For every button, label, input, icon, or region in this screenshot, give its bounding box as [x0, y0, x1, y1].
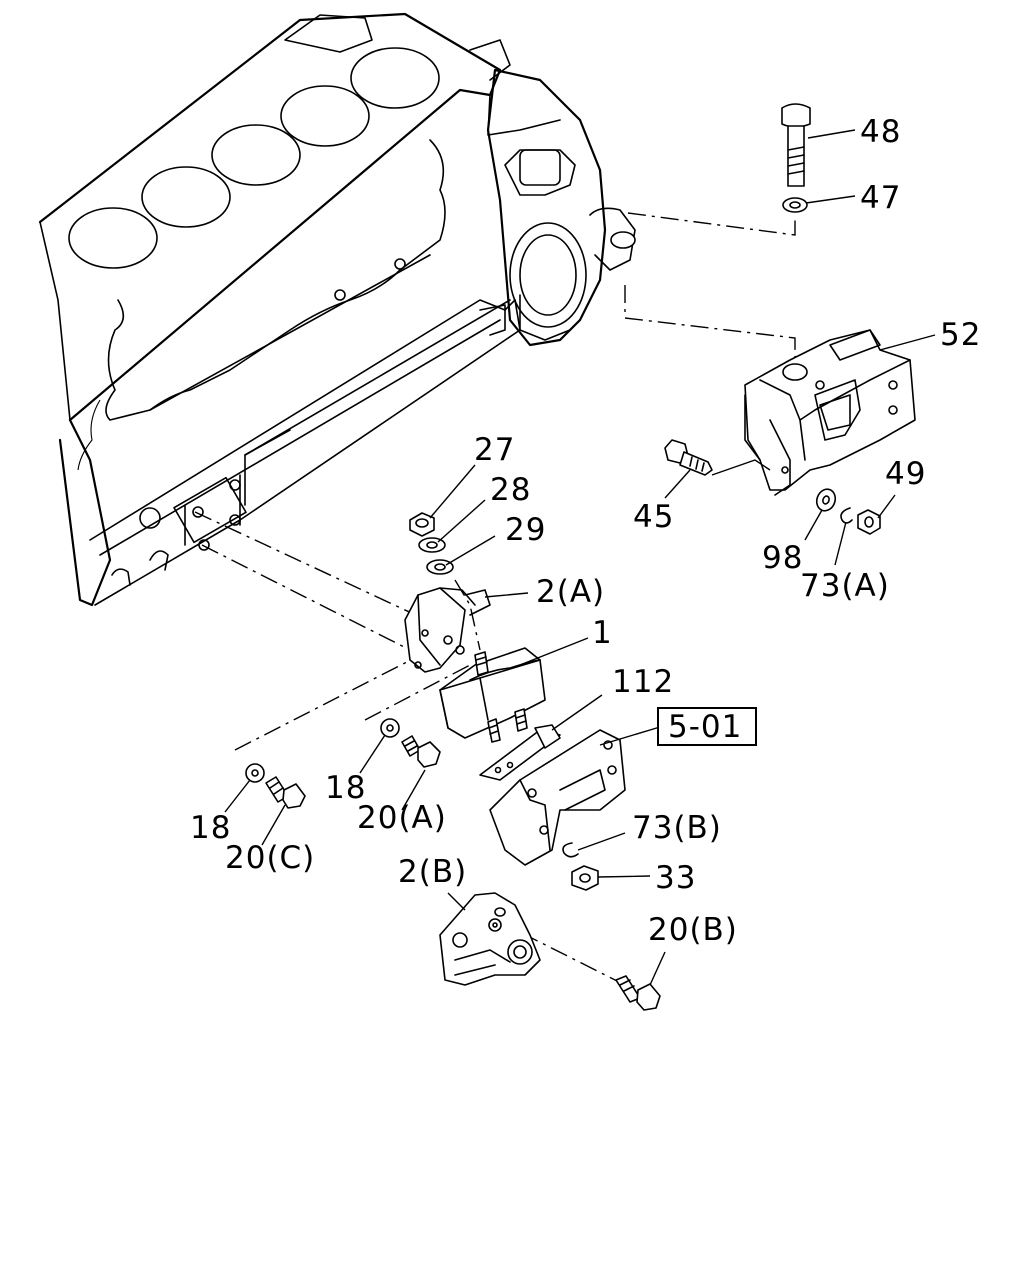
mount-bracket-52 [744, 329, 916, 496]
callout-73a: 73(A) [800, 568, 890, 604]
washer-29 [426, 559, 454, 575]
spring-washer-73b [562, 842, 579, 858]
callout-112: 112 [612, 664, 674, 700]
cylinder-bore-3 [211, 124, 301, 186]
callout-18-upper: 18 [325, 770, 366, 806]
nut-33 [571, 865, 599, 891]
nut-27 [409, 512, 435, 537]
callout-33: 33 [655, 860, 696, 896]
spring-washer-47 [782, 197, 808, 213]
leader-lines [224, 129, 936, 986]
callout-28: 28 [490, 472, 531, 508]
callout-20c: 20(C) [225, 840, 315, 876]
callout-27: 27 [474, 432, 515, 468]
callout-47: 47 [860, 180, 901, 216]
stopper-plate-112 [479, 724, 561, 781]
bracket-2a [404, 587, 491, 673]
cylinder-bore-1 [68, 207, 158, 269]
cylinder-bore-2 [141, 166, 231, 228]
callout-49: 49 [885, 456, 926, 492]
callout-73b: 73(B) [632, 810, 722, 846]
bolt-20b [615, 975, 661, 1011]
frame-bracket [489, 729, 626, 866]
washer-18-lower [245, 763, 265, 783]
callout-2b: 2(B) [398, 854, 467, 890]
callout-48: 48 [860, 114, 901, 150]
rubber-mount-1 [439, 647, 546, 743]
engine-block [38, 12, 636, 607]
callout-45: 45 [633, 499, 674, 535]
callout-18-lower: 18 [190, 810, 231, 846]
assembly-center-lines [194, 212, 796, 986]
callout-20b: 20(B) [648, 912, 738, 948]
washer-18-upper [380, 718, 400, 738]
callout-labels: 48 47 52 27 28 29 2(A) 1 112 45 49 98 73… [190, 114, 981, 948]
callout-52: 52 [940, 317, 981, 353]
callout-20a: 20(A) [357, 800, 447, 836]
spring-washer-73a [840, 507, 853, 524]
callout-29: 29 [505, 512, 546, 548]
cylinder-bore-5 [350, 47, 440, 109]
bolt-45 [664, 439, 713, 476]
callout-98: 98 [762, 540, 803, 576]
reference-box[interactable]: 5-01 [657, 707, 757, 746]
nut-49 [857, 509, 881, 535]
washer-98 [815, 488, 837, 512]
cylinder-bore-4 [280, 85, 370, 147]
bolt-48 [781, 103, 811, 187]
bolt-20a [401, 735, 441, 768]
callout-2a: 2(A) [536, 574, 605, 610]
bolt-20c [265, 776, 306, 809]
reference-label[interactable]: 5-01 [668, 709, 742, 745]
callout-1: 1 [592, 615, 613, 651]
bracket-2b [439, 892, 541, 986]
